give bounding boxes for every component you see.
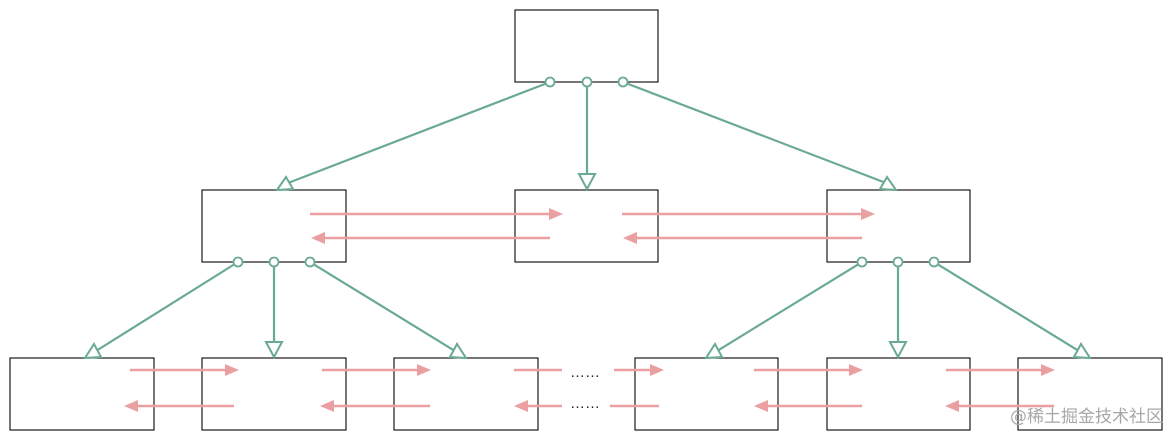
root-node: [514, 9, 659, 83]
link-arrowhead: [849, 364, 863, 376]
pointer-dot: [856, 256, 868, 268]
link-arrowhead: [124, 400, 138, 412]
tree-edge: [622, 80, 887, 185]
pointer-dot: [892, 256, 904, 268]
tree-edge: [287, 80, 551, 185]
link-arrowhead: [417, 364, 431, 376]
tree-edge: [933, 261, 1080, 352]
link-arrowhead: [945, 400, 959, 412]
tree-edge-arrowhead: [577, 173, 597, 192]
link-arrowhead: [623, 232, 637, 244]
tree-edge-group: [83, 76, 1092, 360]
link-arrowhead: [549, 208, 563, 220]
tree-edge-arrowhead: [704, 342, 724, 360]
link-arrowhead: [1041, 364, 1055, 376]
pointer-dot: [544, 76, 556, 88]
tree-edge: [95, 261, 239, 352]
pointer-dot: [928, 256, 940, 268]
tree-edge-arrowhead: [888, 341, 908, 360]
tree-edge-arrowhead: [1072, 342, 1092, 360]
internal-node-middle: [514, 189, 659, 263]
link-arrowhead: [311, 232, 325, 244]
ellipsis-lower: ……: [570, 395, 600, 412]
tree-edge: [309, 261, 456, 352]
internal-node-right: [826, 189, 971, 263]
tree-edge-arrowhead: [275, 175, 295, 192]
link-arrowhead: [514, 400, 528, 412]
link-arrowhead: [754, 400, 768, 412]
pointer-dot: [617, 76, 629, 88]
tree-edge: [716, 261, 863, 352]
ellipsis-upper: ……: [570, 364, 600, 381]
link-arrowhead: [650, 364, 664, 376]
link-arrowhead: [861, 208, 875, 220]
tree-edge-arrowhead: [264, 341, 284, 360]
tree-edge-arrowhead: [448, 342, 468, 360]
internal-node-left: [201, 189, 347, 263]
watermark-text: @稀土掘金技术社区: [1010, 407, 1163, 427]
pointer-dot: [232, 256, 244, 268]
tree-edge-arrowhead: [878, 175, 898, 192]
pointer-dot: [304, 256, 316, 268]
tree-edge-arrowhead: [83, 342, 103, 360]
link-arrowhead: [225, 364, 239, 376]
pointer-dot: [581, 76, 593, 88]
pointer-dot: [268, 256, 280, 268]
sibling-link-group: [124, 208, 1055, 412]
link-arrowhead: [320, 400, 334, 412]
